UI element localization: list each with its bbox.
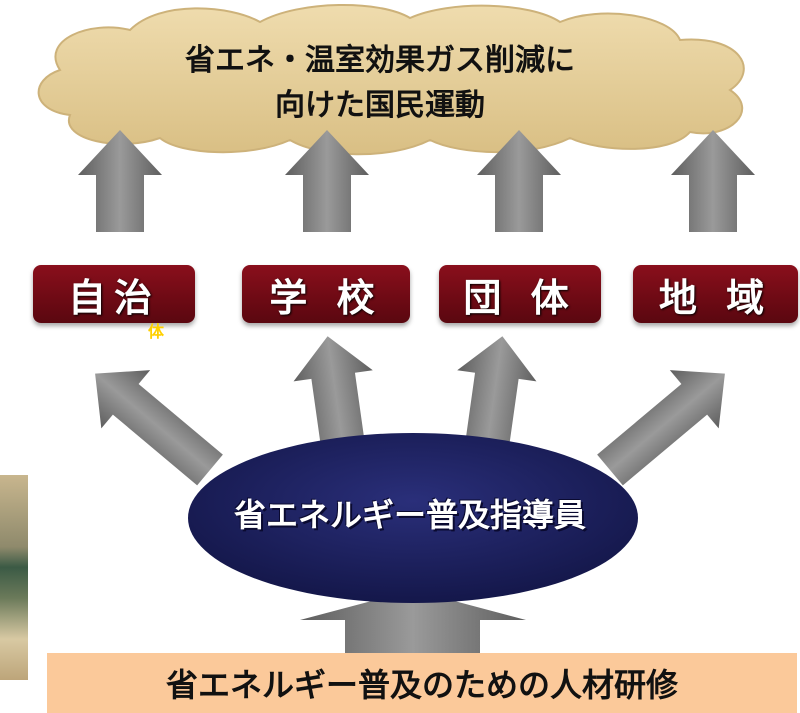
arrow-diag-1 [95, 370, 223, 486]
center-ellipse [188, 433, 638, 603]
center-label: 省エネルギー普及指導員 [233, 496, 586, 534]
arrow-up-4 [671, 130, 755, 232]
target-box-region: 地 域 [633, 265, 798, 323]
arrow-diag-2 [293, 336, 373, 464]
training-bar: 省エネルギー普及のための人材研修 [47, 653, 797, 713]
cloud-title-line2: 向けた国民運動 [275, 88, 485, 123]
cloud-shape [37, 3, 745, 156]
stray-glyph: 体 [148, 322, 165, 341]
cloud-title-line1: 省エネ・温室効果ガス削減に [185, 43, 575, 78]
arrow-up-bottom [300, 590, 526, 655]
arrow-up-3 [477, 130, 561, 232]
arrow-up-1 [78, 130, 162, 232]
arrow-diag-3 [457, 336, 537, 464]
arrow-diag-4 [597, 370, 725, 486]
photo-fragment [0, 475, 28, 680]
target-box-organization: 団 体 [439, 265, 601, 323]
target-box-municipality: 自治 [33, 265, 195, 323]
target-box-school: 学 校 [242, 265, 410, 323]
arrow-up-2 [285, 130, 369, 232]
